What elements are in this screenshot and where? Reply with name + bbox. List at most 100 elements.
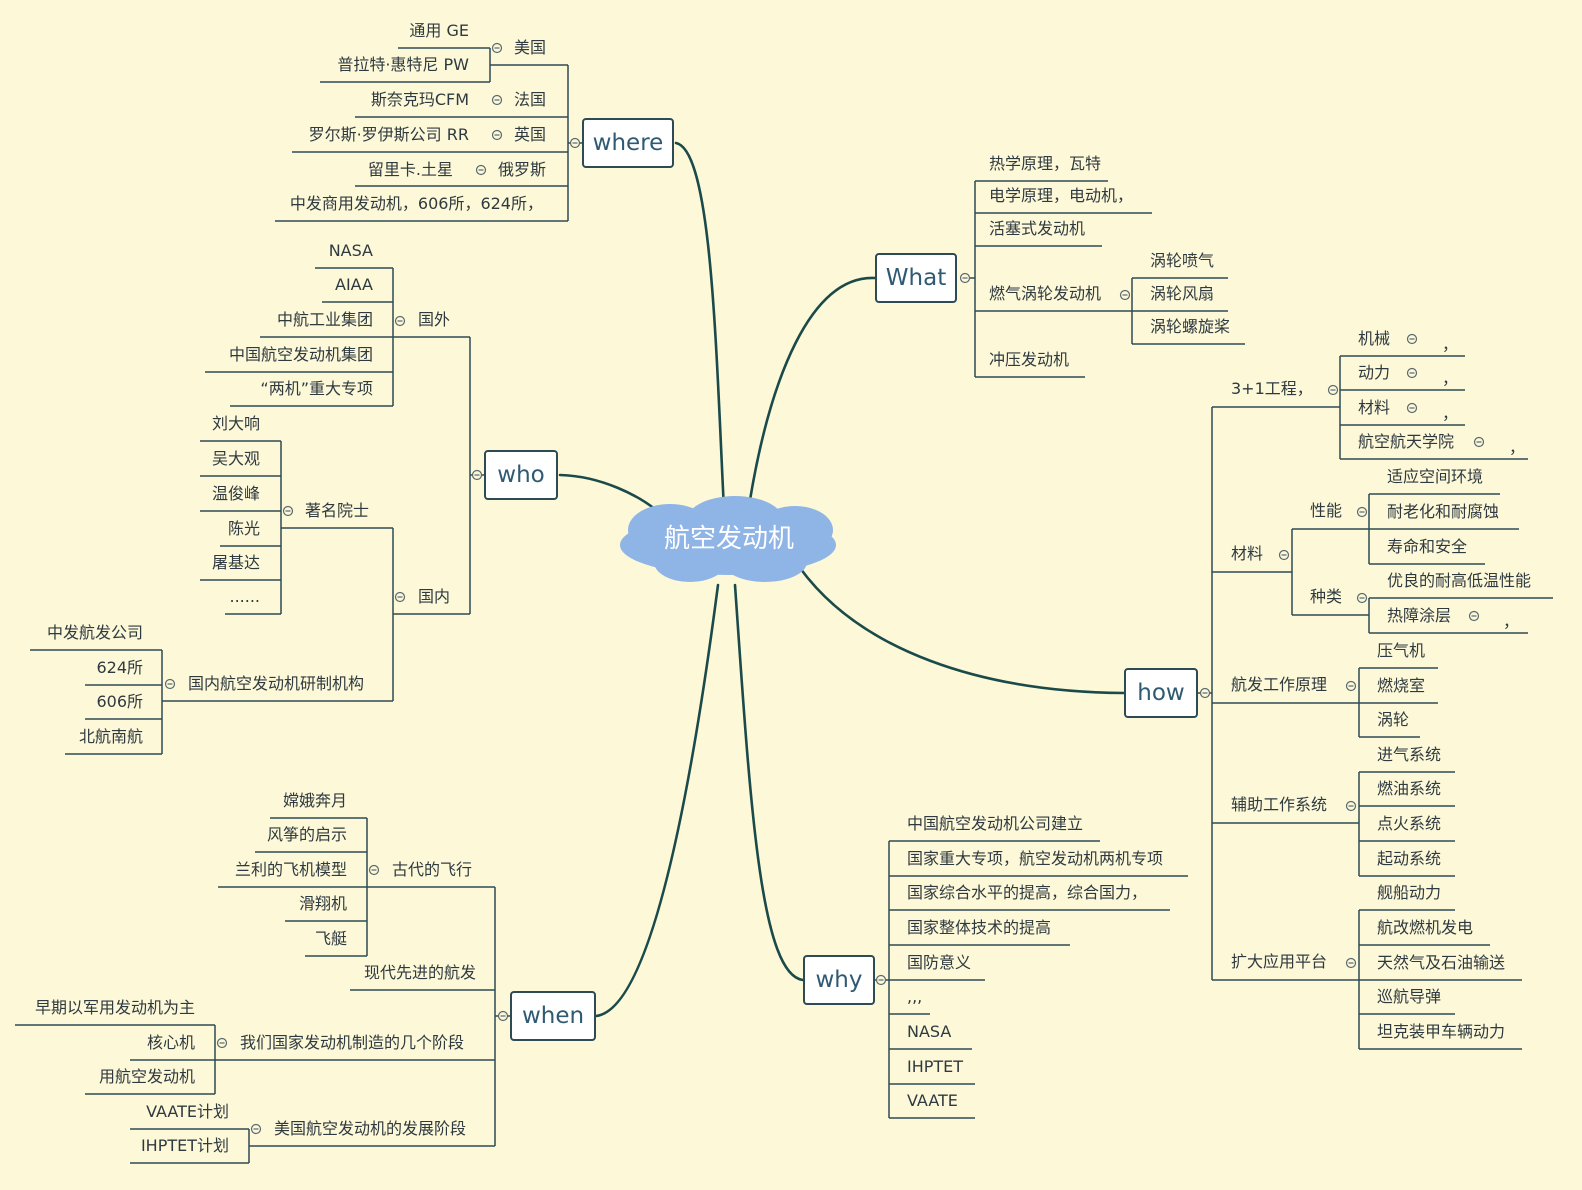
topic-label[interactable]: 热学原理，瓦特 (989, 154, 1102, 173)
topic-label[interactable]: 舰船动力 (1377, 883, 1442, 902)
topic-label[interactable]: 中国航空发动机集团 (228, 345, 373, 364)
topic-label[interactable]: 热障涂层 (1387, 606, 1452, 625)
topic-label[interactable]: 燃烧室 (1377, 676, 1426, 695)
topic-label[interactable]: 点火系统 (1377, 814, 1442, 833)
topic-label[interactable]: 飞艇 (314, 929, 347, 948)
topic-label[interactable]: 国防意义 (907, 953, 972, 972)
topic-label[interactable]: 斯奈克玛CFM (370, 90, 469, 109)
topic-label[interactable]: 天然气及石油输送 (1377, 953, 1506, 972)
topic-label[interactable]: 坦克装甲车辆动力 (1377, 1022, 1506, 1041)
topic-label[interactable]: 国内 (418, 587, 451, 606)
separator-label[interactable]: ， (1442, 404, 1459, 423)
topic-label[interactable]: 屠基达 (211, 553, 260, 572)
topic-label[interactable]: 现代先进的航发 (363, 963, 476, 982)
topic-label[interactable]: 罗尔斯·罗伊斯公司 RR (308, 125, 469, 144)
topic-label[interactable]: 机械 (1358, 329, 1391, 348)
topic-label[interactable]: 性能 (1310, 501, 1343, 520)
topic-label[interactable]: 材料 (1231, 544, 1264, 563)
topic-label[interactable]: 通用 GE (409, 21, 469, 40)
topic-label[interactable]: 材料 (1358, 398, 1391, 417)
topic-label[interactable]: “两机”重大专项 (260, 379, 373, 398)
separator-label[interactable]: ， (1509, 438, 1526, 457)
topic-label[interactable]: 北航南航 (78, 727, 143, 746)
topic-label[interactable]: IHPTET计划 (140, 1136, 229, 1155)
topic-label[interactable]: 吴大观 (211, 449, 260, 468)
topic-label[interactable]: 压气机 (1377, 641, 1426, 660)
topic-label[interactable]: VAATE计划 (146, 1102, 229, 1121)
topic-label[interactable]: 刘大响 (211, 414, 260, 433)
topic-label[interactable]: 陈光 (227, 519, 260, 538)
topic-label[interactable]: 温俊峰 (211, 484, 260, 503)
topic-label[interactable]: AIAA (335, 275, 373, 294)
topic-label[interactable]: 624所 (96, 658, 143, 677)
main-topic-who[interactable]: who (484, 450, 558, 500)
topic-label[interactable]: 巡航导弹 (1377, 987, 1442, 1006)
topic-label[interactable]: 古代的飞行 (392, 860, 473, 879)
topic-label[interactable]: 航空航天学院 (1358, 432, 1455, 451)
main-topic-when[interactable]: when (510, 991, 596, 1041)
topic-label[interactable]: 风筝的启示 (266, 825, 347, 844)
topic-label[interactable]: 优良的耐高低温性能 (1387, 571, 1532, 590)
topic-label[interactable]: 留里卡.土星 (367, 160, 453, 179)
topic-label[interactable]: 辅助工作系统 (1231, 795, 1328, 814)
topic-label[interactable]: NASA (328, 241, 373, 260)
topic-label[interactable]: 航发工作原理 (1231, 675, 1328, 694)
topic-label[interactable]: 606所 (96, 692, 143, 711)
topic-label[interactable]: 嫦娥奔月 (282, 791, 347, 810)
topic-label[interactable]: 滑翔机 (298, 894, 347, 913)
topic-label[interactable]: IHPTET (907, 1057, 964, 1076)
topic-label[interactable]: 中航工业集团 (276, 310, 373, 329)
topic-label[interactable]: 国内航空发动机研制机构 (188, 674, 365, 693)
separator-label[interactable]: ， (1503, 612, 1520, 631)
topic-label[interactable]: 英国 (514, 125, 547, 144)
topic-label[interactable]: 中发商用发动机，606所，624所， (289, 194, 543, 213)
main-topic-where[interactable]: where (582, 118, 674, 168)
topic-label[interactable]: 核心机 (146, 1033, 195, 1052)
topic-label[interactable]: 燃油系统 (1377, 779, 1442, 798)
central-topic[interactable]: 航空发动机 (663, 524, 794, 554)
topic-label[interactable]: 中国航空发动机公司建立 (907, 814, 1084, 833)
topic-label[interactable]: 动力 (1358, 363, 1391, 382)
topic-label[interactable]: 3+1工程， (1231, 379, 1313, 398)
topic-label[interactable]: 起动系统 (1377, 849, 1442, 868)
topic-label[interactable]: 适应空间环境 (1387, 467, 1484, 486)
topic-label[interactable]: 著名院士 (305, 501, 370, 520)
topic-label[interactable]: 燃气涡轮发动机 (989, 284, 1102, 303)
topic-label[interactable]: 国家综合水平的提高，综合国力， (907, 883, 1148, 902)
topic-label[interactable]: 法国 (514, 90, 547, 109)
separator-label[interactable]: ， (1442, 335, 1459, 354)
topic-label[interactable]: 冲压发动机 (989, 350, 1070, 369)
topic-label[interactable]: 扩大应用平台 (1231, 952, 1328, 971)
topic-label[interactable]: ...... (229, 587, 260, 606)
topic-label[interactable]: 涡轮风扇 (1150, 284, 1215, 303)
topic-label[interactable]: 涡轮喷气 (1150, 251, 1215, 270)
topic-label[interactable]: 国外 (418, 310, 451, 329)
topic-label[interactable]: NASA (907, 1022, 952, 1041)
main-topic-how[interactable]: how (1124, 668, 1198, 718)
topic-label[interactable]: 中发航发公司 (46, 623, 143, 642)
topic-label[interactable]: 俄罗斯 (498, 160, 547, 179)
topic-label[interactable]: 涡轮 (1377, 710, 1410, 729)
topic-label[interactable]: 国家整体技术的提高 (907, 918, 1052, 937)
topic-label[interactable]: 寿命和安全 (1387, 537, 1468, 556)
topic-label[interactable]: 活塞式发动机 (989, 219, 1086, 238)
main-topic-what[interactable]: What (875, 253, 957, 303)
topic-label[interactable]: VAATE (907, 1091, 958, 1110)
topic-label[interactable]: 用航空发动机 (98, 1067, 195, 1086)
topic-label[interactable]: 国家重大专项，航空发动机两机专项 (907, 849, 1164, 868)
topic-label[interactable]: 耐老化和耐腐蚀 (1387, 502, 1500, 521)
topic-label[interactable]: 涡轮螺旋桨 (1150, 317, 1231, 336)
topic-label[interactable]: 我们国家发动机制造的几个阶段 (240, 1033, 465, 1052)
topic-label[interactable]: 普拉特·惠特尼 PW (337, 55, 469, 74)
topic-label[interactable]: ,,, (907, 987, 923, 1006)
separator-label[interactable]: ， (1442, 369, 1459, 388)
main-topic-why[interactable]: why (803, 955, 875, 1005)
topic-label[interactable]: 美国 (514, 38, 547, 57)
topic-label[interactable]: 电学原理，电动机， (989, 186, 1134, 205)
topic-label[interactable]: 进气系统 (1377, 745, 1442, 764)
topic-label[interactable]: 航改燃机发电 (1377, 918, 1474, 937)
topic-label[interactable]: 早期以军用发动机为主 (34, 998, 195, 1017)
topic-label[interactable]: 美国航空发动机的发展阶段 (274, 1119, 467, 1138)
topic-label[interactable]: 兰利的飞机模型 (234, 860, 347, 879)
topic-label[interactable]: 种类 (1310, 587, 1343, 606)
